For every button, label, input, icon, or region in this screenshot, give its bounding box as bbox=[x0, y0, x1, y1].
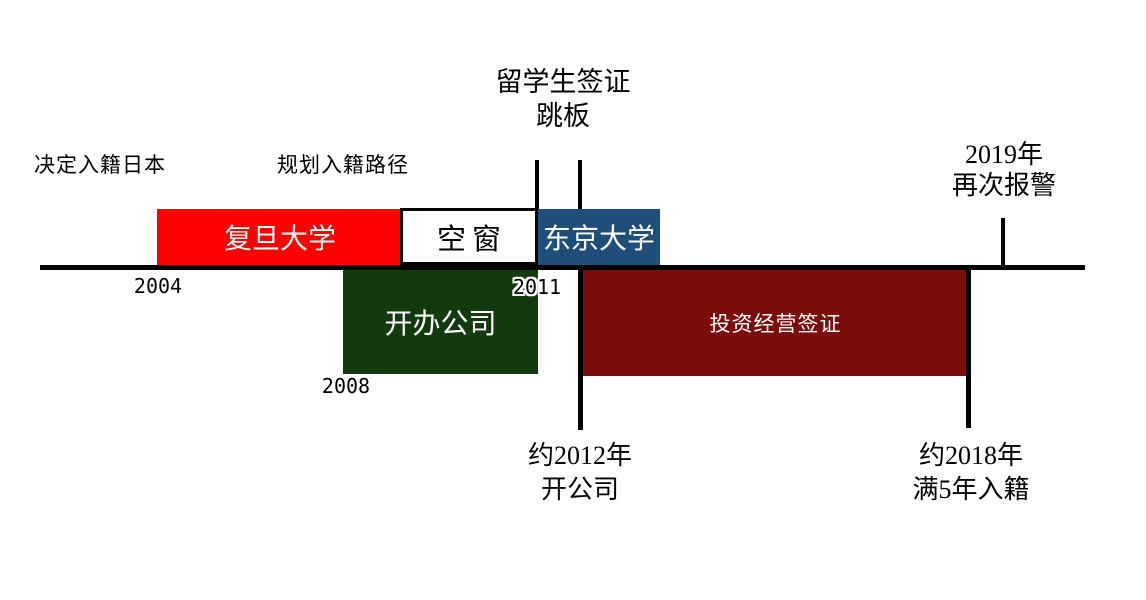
bar-start-company: 开办公司 bbox=[343, 270, 538, 374]
event-line-2018 bbox=[966, 267, 971, 428]
annotation-plan-path: 规划入籍路径 bbox=[277, 153, 409, 177]
event-line-2012 bbox=[578, 267, 583, 430]
bar-gap-window: 空窗 bbox=[400, 208, 538, 265]
event-tick-2019 bbox=[1001, 218, 1005, 266]
year-label-2011: 2011 bbox=[512, 275, 562, 299]
company-line1: 约2012年 bbox=[527, 441, 632, 470]
annotation-student-visa-springboard: 留学生签证 跳板 bbox=[463, 65, 663, 133]
bar-fudan-university: 复旦大学 bbox=[157, 209, 403, 265]
report-line2: 再次报警 bbox=[951, 171, 1056, 200]
bar-investment-visa: 投资经营签证 bbox=[583, 270, 968, 376]
annotation-2018-naturalize: 约2018年 满5年入籍 bbox=[871, 439, 1071, 507]
bar-tokyo-university: 东京大学 bbox=[538, 209, 660, 265]
annotation-decide-naturalize: 决定入籍日本 bbox=[34, 153, 166, 177]
annotation-2019-report: 2019年 再次报警 bbox=[904, 139, 1104, 201]
timeline-axis bbox=[40, 265, 1085, 270]
springboard-line2: 跳板 bbox=[536, 101, 590, 131]
annotation-2012-company: 约2012年 开公司 bbox=[480, 439, 680, 507]
naturalize-line2: 满5年入籍 bbox=[912, 475, 1030, 504]
naturalize-line1: 约2018年 bbox=[918, 441, 1023, 470]
year-label-2008: 2008 bbox=[321, 374, 371, 398]
springboard-line1: 留学生签证 bbox=[495, 67, 631, 97]
year-label-2004: 2004 bbox=[133, 274, 183, 298]
springboard-tick-left bbox=[535, 160, 539, 212]
report-line1: 2019年 bbox=[964, 140, 1043, 169]
springboard-tick-right bbox=[578, 160, 582, 212]
company-line2: 开公司 bbox=[540, 475, 619, 504]
